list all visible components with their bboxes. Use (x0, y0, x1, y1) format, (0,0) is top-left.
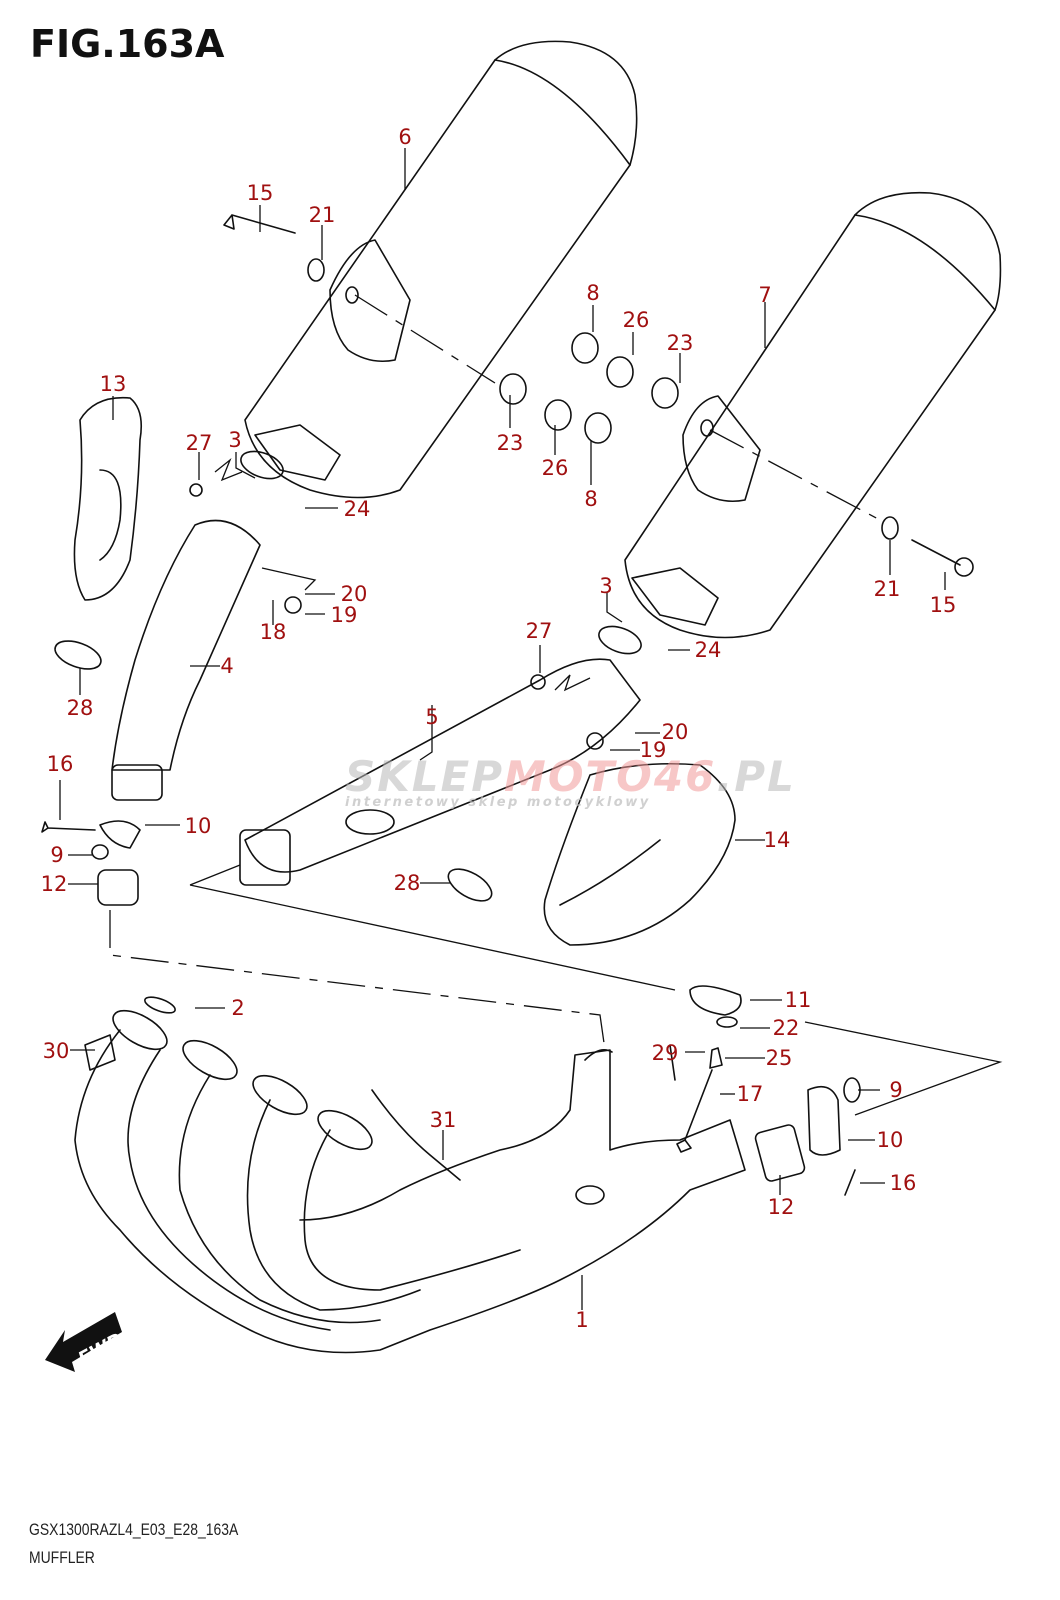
callout-31: 31 (430, 1108, 457, 1132)
connecting-pipe-part-4 (111, 519, 261, 771)
callout-22: 22 (773, 1016, 800, 1040)
callout-16: 16 (890, 1171, 917, 1195)
watermark-brand-suffix: .PL (716, 752, 796, 801)
callout-21: 21 (874, 577, 901, 601)
callout-25: 25 (766, 1046, 793, 1070)
callout-14: 14 (764, 828, 791, 852)
forward-arrow-icon: FWD (45, 1312, 126, 1372)
section-name: MUFFLER (29, 1548, 95, 1567)
callout-27: 27 (186, 431, 213, 455)
callout-12: 12 (41, 872, 68, 896)
callout-11: 11 (785, 988, 812, 1012)
muffler-left-part-6 (244, 40, 638, 499)
callout-4: 4 (220, 654, 233, 678)
callout-2: 2 (231, 996, 244, 1020)
callout-5: 5 (425, 705, 438, 729)
callout-labels: 6 15 21 8 26 23 7 13 27 3 23 26 8 24 21 … (41, 125, 957, 1332)
callout-10: 10 (185, 814, 212, 838)
callout-20: 20 (341, 582, 368, 606)
exhaust-header-assembly-part-1 (74, 1009, 746, 1354)
callout-leaders (59, 148, 946, 1310)
muffler-right-part-7 (624, 191, 1002, 639)
callout-16: 16 (47, 752, 74, 776)
heat-shield-part-14 (543, 762, 736, 946)
hardware-fasteners (41, 214, 974, 1196)
callout-10: 10 (877, 1128, 904, 1152)
figure-title: FIG.163A (30, 22, 225, 66)
callout-29: 29 (652, 1041, 679, 1065)
callout-21: 21 (309, 203, 336, 227)
watermark-logo: SKLEPMOTO46.PL (345, 752, 796, 801)
model-code: GSX1300RAZL4_E03_E28_163A (29, 1520, 239, 1539)
callout-8: 8 (584, 487, 597, 511)
callout-23: 23 (497, 431, 524, 455)
callout-9: 9 (889, 1078, 902, 1102)
callout-30: 30 (43, 1039, 70, 1063)
callout-9: 9 (50, 843, 63, 867)
callout-24: 24 (344, 497, 371, 521)
callout-26: 26 (542, 456, 569, 480)
callout-28: 28 (67, 696, 94, 720)
callout-15: 15 (930, 593, 957, 617)
callout-12: 12 (768, 1195, 795, 1219)
callout-3: 3 (228, 428, 241, 452)
callout-27: 27 (526, 619, 553, 643)
heat-shield-part-13 (73, 396, 143, 601)
callout-1: 1 (575, 1308, 588, 1332)
watermark-tagline: internetowy sklep motocyklowy (345, 795, 651, 810)
callout-3: 3 (599, 574, 612, 598)
watermark-brand-grey: SKLEP (345, 752, 505, 801)
callout-28: 28 (394, 871, 421, 895)
callout-26: 26 (623, 308, 650, 332)
callout-8: 8 (586, 281, 599, 305)
connecting-pipe-part-5 (244, 658, 641, 873)
callout-23: 23 (667, 331, 694, 355)
callout-18: 18 (260, 620, 287, 644)
reference-lines (109, 294, 1003, 1116)
callout-19: 19 (640, 738, 667, 762)
callout-24: 24 (695, 638, 722, 662)
callout-13: 13 (100, 372, 127, 396)
callout-7: 7 (758, 283, 771, 307)
callout-6: 6 (398, 125, 411, 149)
callout-20: 20 (662, 720, 689, 744)
callout-17: 17 (737, 1082, 764, 1106)
watermark-brand-red: MOTO46 (504, 752, 717, 801)
callout-19: 19 (331, 603, 358, 627)
callout-15: 15 (247, 181, 274, 205)
